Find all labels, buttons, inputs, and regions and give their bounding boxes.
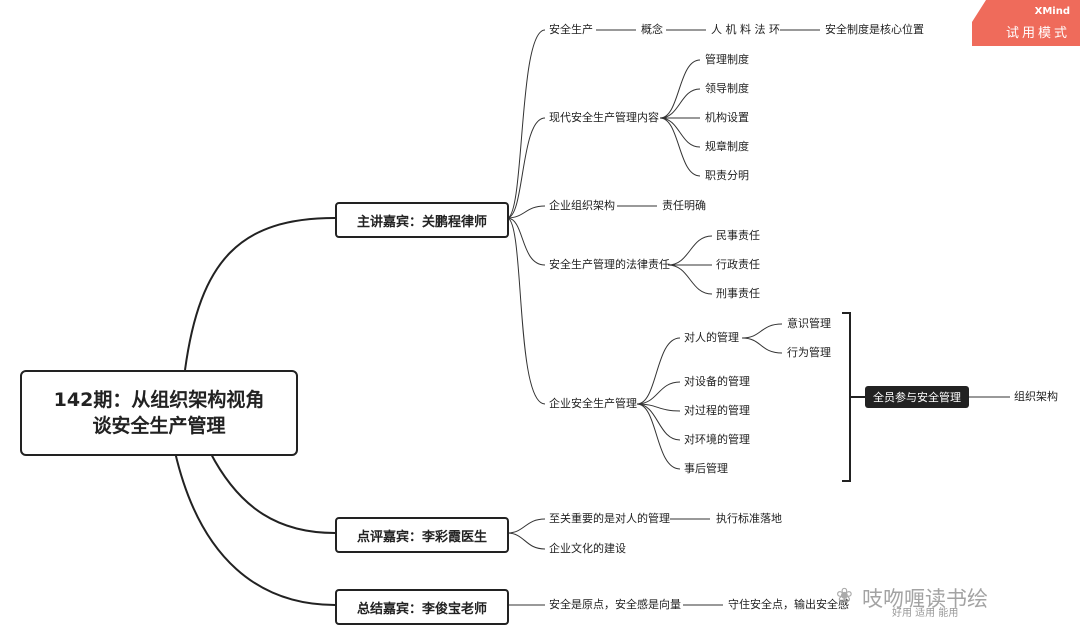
watermark-text: 吱吻喱读书绘 xyxy=(862,587,988,611)
summary-bracket xyxy=(842,312,865,482)
topic-legal-item[interactable]: 行政责任 xyxy=(716,258,760,271)
connector-speaker-4 xyxy=(506,217,546,266)
connector-speaker-2 xyxy=(506,117,546,219)
connector-modern-1 xyxy=(659,59,701,119)
topic-people-item[interactable]: 行为管理 xyxy=(787,346,831,359)
topic-concept[interactable]: 概念 xyxy=(641,23,663,36)
topic-legal-item[interactable]: 民事责任 xyxy=(716,229,760,242)
connector-legal-1 xyxy=(667,235,713,266)
connector-modern-2 xyxy=(659,88,701,119)
connector-ent-2 xyxy=(636,381,681,405)
topic-summary-item1-child[interactable]: 守住安全点，输出安全感 xyxy=(728,598,849,611)
connector-speaker-1 xyxy=(506,29,546,219)
root-title-line1: 142期：从组织架构视角 xyxy=(53,389,265,411)
connector-ent-4 xyxy=(636,403,681,441)
badge-brand: XMind xyxy=(1034,6,1070,17)
topic-modern-item[interactable]: 机构设置 xyxy=(705,111,749,124)
topic-modern-item[interactable]: 领导制度 xyxy=(705,82,749,95)
topic-legal[interactable]: 安全生产管理的法律责任 xyxy=(549,258,670,271)
trial-mode-badge[interactable]: XMind 试用模式 xyxy=(972,0,1080,46)
connector-reviewer-1 xyxy=(506,518,546,534)
branch-reviewer[interactable]: 点评嘉宾：李彩霞医生 xyxy=(335,517,509,553)
connector-legal-3 xyxy=(667,264,713,295)
connector-reviewer-2 xyxy=(506,532,546,550)
topic-core[interactable]: 安全制度是核心位置 xyxy=(825,23,924,36)
connector-speaker-5 xyxy=(506,217,546,405)
topic-enterprise-item[interactable]: 事后管理 xyxy=(684,462,728,475)
topic-org[interactable]: 企业组织架构 xyxy=(549,199,615,212)
connector-people-1 xyxy=(741,323,783,339)
topic-elements[interactable]: 人 机 料 法 环 xyxy=(711,23,780,36)
topic-safety-production[interactable]: 安全生产 xyxy=(549,23,593,36)
connector-ent-5 xyxy=(636,403,681,470)
connector-people-2 xyxy=(741,337,783,354)
root-topic[interactable]: 142期：从组织架构视角 谈安全生产管理 xyxy=(20,370,298,456)
topic-reviewer-item1[interactable]: 至关重要的是对人的管理 xyxy=(549,512,670,525)
branch-speaker[interactable]: 主讲嘉宾：关鹏程律师 xyxy=(335,202,509,238)
wechat-icon: ❀ xyxy=(836,583,853,607)
branch-summary[interactable]: 总结嘉宾：李俊宝老师 xyxy=(335,589,509,625)
connector-modern-4 xyxy=(659,117,701,148)
topic-enterprise-item[interactable]: 对设备的管理 xyxy=(684,375,750,388)
topic-summary-child[interactable]: 组织架构 xyxy=(1014,390,1058,403)
topic-modern-item[interactable]: 管理制度 xyxy=(705,53,749,66)
connector-root-summary xyxy=(174,451,336,606)
topic-legal-item[interactable]: 刑事责任 xyxy=(716,287,760,300)
summary-topic[interactable]: 全员参与安全管理 xyxy=(865,386,969,408)
topic-summary-item1[interactable]: 安全是原点，安全感是向量 xyxy=(549,598,681,611)
topic-org-child[interactable]: 责任明确 xyxy=(662,199,706,212)
topic-people-item[interactable]: 意识管理 xyxy=(787,317,831,330)
topic-enterprise[interactable]: 企业安全生产管理 xyxy=(549,397,637,410)
topic-modern-item[interactable]: 规章制度 xyxy=(705,140,749,153)
connector-modern-5 xyxy=(659,117,701,177)
connector-speaker-3 xyxy=(506,205,546,219)
connector-ent-1 xyxy=(636,337,681,405)
topic-modern-item[interactable]: 职责分明 xyxy=(705,169,749,182)
topic-modern[interactable]: 现代安全生产管理内容 xyxy=(549,111,659,124)
topic-people[interactable]: 对人的管理 xyxy=(684,331,739,344)
topic-enterprise-item[interactable]: 对过程的管理 xyxy=(684,404,750,417)
connector-root-speaker xyxy=(184,217,336,371)
summary-item1-child-tail: 好用 适用 能用 xyxy=(892,608,959,619)
topic-reviewer-item1-child[interactable]: 执行标准落地 xyxy=(716,512,782,525)
connector-root-reviewer xyxy=(209,451,336,534)
badge-mode: 试用模式 xyxy=(1005,26,1070,41)
topic-enterprise-item[interactable]: 对环境的管理 xyxy=(684,433,750,446)
topic-reviewer-item2[interactable]: 企业文化的建设 xyxy=(549,542,626,555)
root-title-line2: 谈安全生产管理 xyxy=(92,415,226,437)
